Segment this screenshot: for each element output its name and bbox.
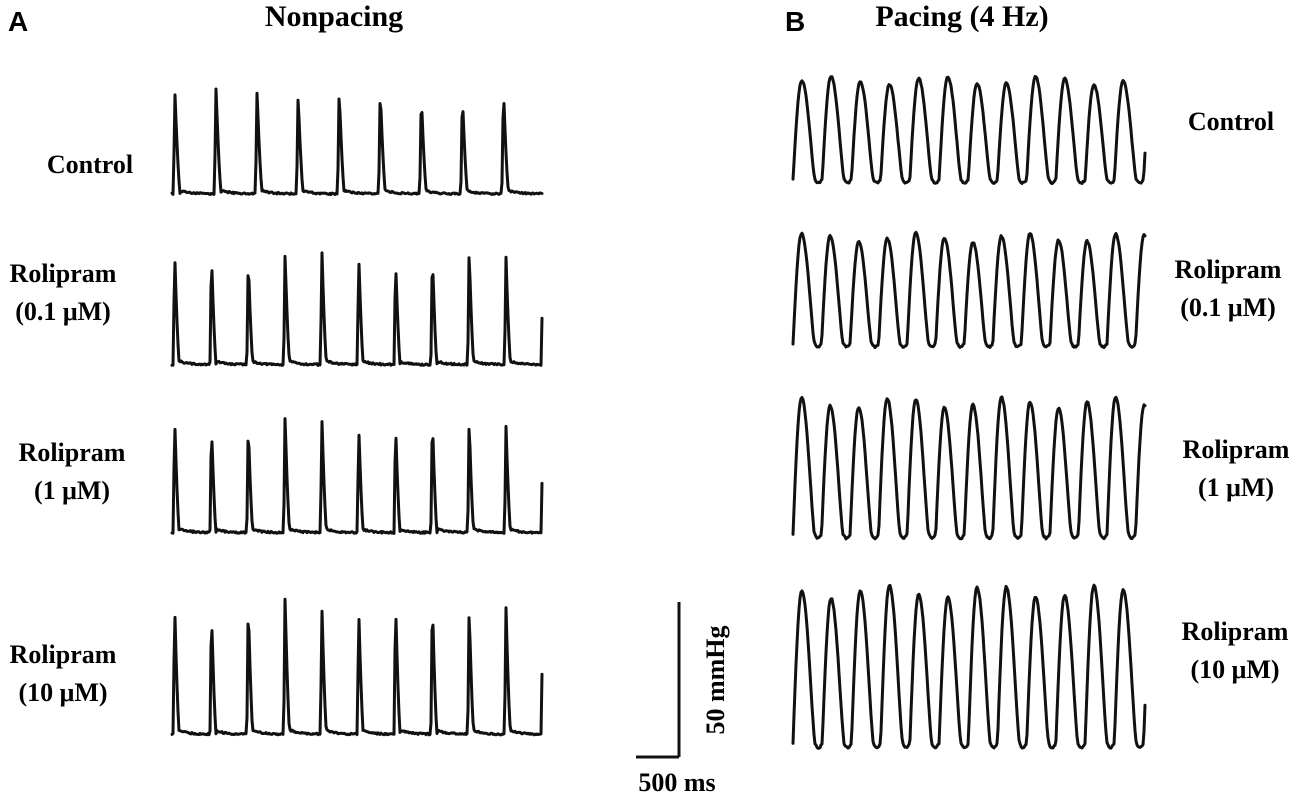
pacing-trace-4 [791,583,1147,750]
scale-bar: 500 ms 50 mmHg [636,602,730,793]
nonpacing-trace-2 [170,251,544,367]
a-label-r1-line2: (1 μM) [34,476,110,505]
pacing-trace-1 [791,75,1147,186]
a-label-r01-line1: Rolipram [10,259,117,288]
a-label-r10-line2: (10 μM) [18,678,107,707]
panel-b-traces [791,75,1147,750]
panel-a-title: Nonpacing [265,0,403,33]
b-label-r1-line2: (1 μM) [1198,473,1274,502]
a-label-r01-line2: (0.1 μM) [15,297,111,326]
a-label-r10-line1: Rolipram [10,640,117,669]
a-label-r1-line1: Rolipram [19,438,126,467]
b-label-r10-line1: Rolipram [1182,617,1289,646]
pacing-trace-3 [791,395,1147,541]
panel-b-title: Pacing (4 Hz) [875,0,1048,33]
scale-bar-time-label: 500 ms [638,768,715,793]
nonpacing-trace-3 [170,417,544,535]
nonpacing-trace-1 [170,87,544,197]
panel-b-letter: B [785,6,805,37]
panel-a-letter: A [8,6,28,37]
b-label-r10-line2: (10 μM) [1190,655,1279,684]
b-label-r1-line1: Rolipram [1183,435,1290,464]
b-label-r01-line2: (0.1 μM) [1180,293,1276,322]
scale-bar-pressure-label: 50 mmHg [701,625,730,734]
pacing-trace-2 [791,230,1147,350]
a-label-control: Control [47,150,133,179]
b-label-r01-line1: Rolipram [1175,255,1282,284]
nonpacing-trace-4 [170,597,544,737]
panel-a-traces [170,87,544,737]
b-label-control: Control [1188,107,1274,136]
